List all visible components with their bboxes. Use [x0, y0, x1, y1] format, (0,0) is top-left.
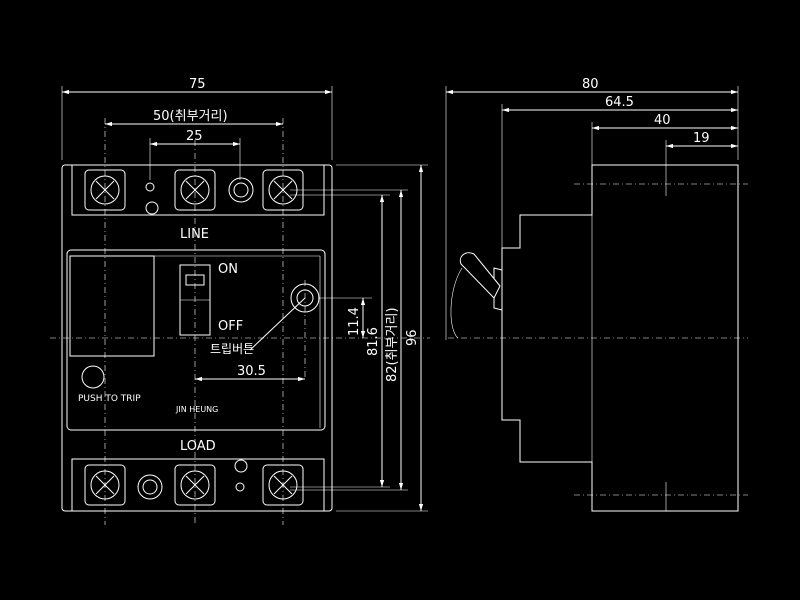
label-brand: JIN HEUNG [175, 405, 218, 414]
mount-hole-bottom [234, 459, 248, 473]
side-handle [450, 252, 503, 339]
dim-pole-pitch: 25 [149, 129, 241, 180]
label-push-to-trip: PUSH TO TRIP [78, 394, 141, 404]
label-off: OFF [218, 319, 243, 334]
mount-hole-top-small [145, 182, 155, 192]
mount-hole-bottom-small [235, 482, 245, 492]
label-on: ON [218, 262, 238, 277]
terminal-block-bottom [71, 458, 325, 512]
front-view: LINE LOAD ON OFF 트립버튼 PUSH TO TRIP JIN H… [50, 77, 430, 525]
dim-depth-a: 64.5 [501, 95, 738, 248]
terminal-round-bottom [137, 474, 163, 500]
front-panel-window [69, 255, 155, 357]
label-line: LINE [180, 227, 209, 242]
svg-text:30.5: 30.5 [237, 364, 266, 379]
svg-text:11.4: 11.4 [347, 307, 362, 336]
mount-hole-top [145, 201, 159, 215]
dim-height: 96 [336, 164, 428, 512]
dim-depth-b: 40 [591, 113, 738, 165]
svg-text:96: 96 [405, 329, 420, 346]
svg-text:82(취부거리): 82(취부거리) [385, 307, 400, 382]
label-trip-button: 트립버튼 [210, 342, 254, 356]
svg-text:64.5: 64.5 [605, 95, 634, 110]
svg-text:19: 19 [693, 131, 710, 146]
dim-mount-height-b: 82(취부거리) [290, 189, 408, 491]
dim-width: 75 [61, 77, 333, 160]
dim-mount-height-a: 81.6 [290, 194, 390, 488]
svg-text:81.6: 81.6 [366, 327, 381, 356]
dim-trip-offset: 30.5 [195, 364, 305, 382]
label-load: LOAD [180, 439, 216, 454]
terminal-round-top [228, 177, 254, 203]
svg-text:50(취부거리): 50(취부거리) [153, 109, 228, 124]
svg-text:40: 40 [654, 113, 671, 128]
dim-depth-total: 80 [445, 77, 739, 340]
side-view: 80 64.5 40 19 [445, 77, 748, 512]
front-panel [66, 249, 326, 431]
trip-button-leader [249, 297, 306, 351]
svg-text:80: 80 [582, 77, 599, 92]
svg-text:25: 25 [186, 129, 203, 144]
dim-depth-c: 19 [665, 131, 738, 165]
dim-trip-button: 11.4 [318, 297, 372, 338]
dim-mount-spacing: 50(취부거리) [105, 109, 283, 127]
svg-text:75: 75 [189, 77, 206, 92]
push-to-trip-button [81, 365, 105, 389]
